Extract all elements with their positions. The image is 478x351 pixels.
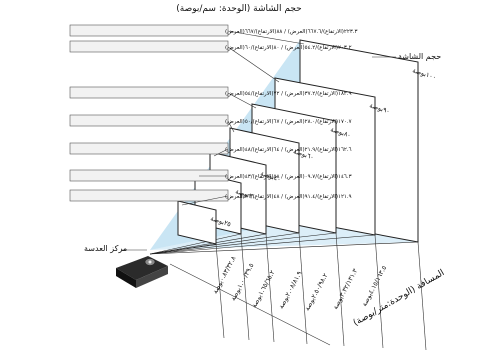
distance-tick-4	[335, 232, 345, 347]
dimension-text-5: ١٤٦.٣(الارتفاع)/٠٩.٧(العرض) / ٥٨(الارتفا…	[225, 174, 352, 180]
dimension-leader-2	[227, 92, 257, 109]
distance-tick-1	[240, 233, 250, 341]
dimension-box-3	[69, 114, 229, 127]
diagram-title: حجم الشاشة (الوحدة: سم/بوصة)	[176, 4, 302, 14]
dimension-box-0	[69, 24, 229, 37]
dimension-box-2	[69, 86, 229, 99]
projector-icon	[116, 256, 168, 288]
distance-label-3: ٢.٠٨/٨١.٩بوصة	[277, 269, 304, 310]
dimension-text-2: ١٨٢.٩(الارتفاع)/٣٧.٢(العرض) / ٧٢(الارتفا…	[225, 91, 352, 97]
lens-center-label: مركز العدسة	[84, 244, 128, 253]
dimension-text-0: ٢٢٣.٣(الارتفاع)/٦٦٧.٦(العرض) / ٨٨(الارتف…	[225, 29, 358, 35]
distance-label-2: ١.٦٥/٦٥.٢بوصة	[250, 268, 277, 309]
screen-size-label: حجم الشاشة	[398, 52, 442, 61]
ground-ray-5	[149, 234, 376, 255]
distance-label-5: ٣.٣٢/١٣١.٣بوصة	[331, 267, 359, 311]
distance-label-1: ١.٠٠/٣٩.٥بوصة	[229, 261, 256, 302]
distance-tick-0	[215, 243, 225, 339]
distance-tick-2	[265, 233, 275, 343]
dimension-text-3: ١٧٠.٧(الارتفاع)/٢٨.٠(العرض) / ٦٧(الارتفا…	[225, 119, 352, 125]
dimension-box-5	[69, 169, 229, 182]
dimension-box-1	[69, 40, 229, 53]
ground-ray-6	[149, 241, 419, 255]
dimension-text-6: ١٢١.٩(الارتفاع)/٩١.٤(العرض) / ٤٨(الارتفا…	[225, 194, 352, 200]
dimension-box-4	[69, 142, 229, 155]
distance-tick-5	[374, 234, 384, 349]
dimension-leader-1	[227, 46, 280, 83]
ground-ray-3	[149, 232, 300, 255]
ground-ray-4	[149, 232, 337, 255]
ground-ray-1	[149, 233, 242, 255]
distance-tick-6	[417, 241, 427, 351]
dimension-text-1: ٢٠٣.٢(الارتفاع)/٥٤.٢(العرض) / ٨٠(الارتفا…	[225, 45, 352, 51]
dimension-text-4: ١٦٢.٦(الارتفاع)/٢١.٩(العرض) / ٦٤(الارتفا…	[225, 147, 352, 153]
dimension-box-6	[69, 189, 229, 202]
ground-ray-2	[149, 233, 267, 255]
dimension-leader-0	[227, 30, 305, 45]
dimension-leader-4	[213, 148, 229, 157]
distance-label-4: ٢.٥٠/٩٨.٢بوصة	[303, 271, 330, 312]
dimension-leader-6	[181, 195, 229, 206]
dimension-leader-3	[227, 120, 235, 133]
distance-baseline	[169, 263, 331, 346]
distance-tick-3	[298, 232, 308, 345]
